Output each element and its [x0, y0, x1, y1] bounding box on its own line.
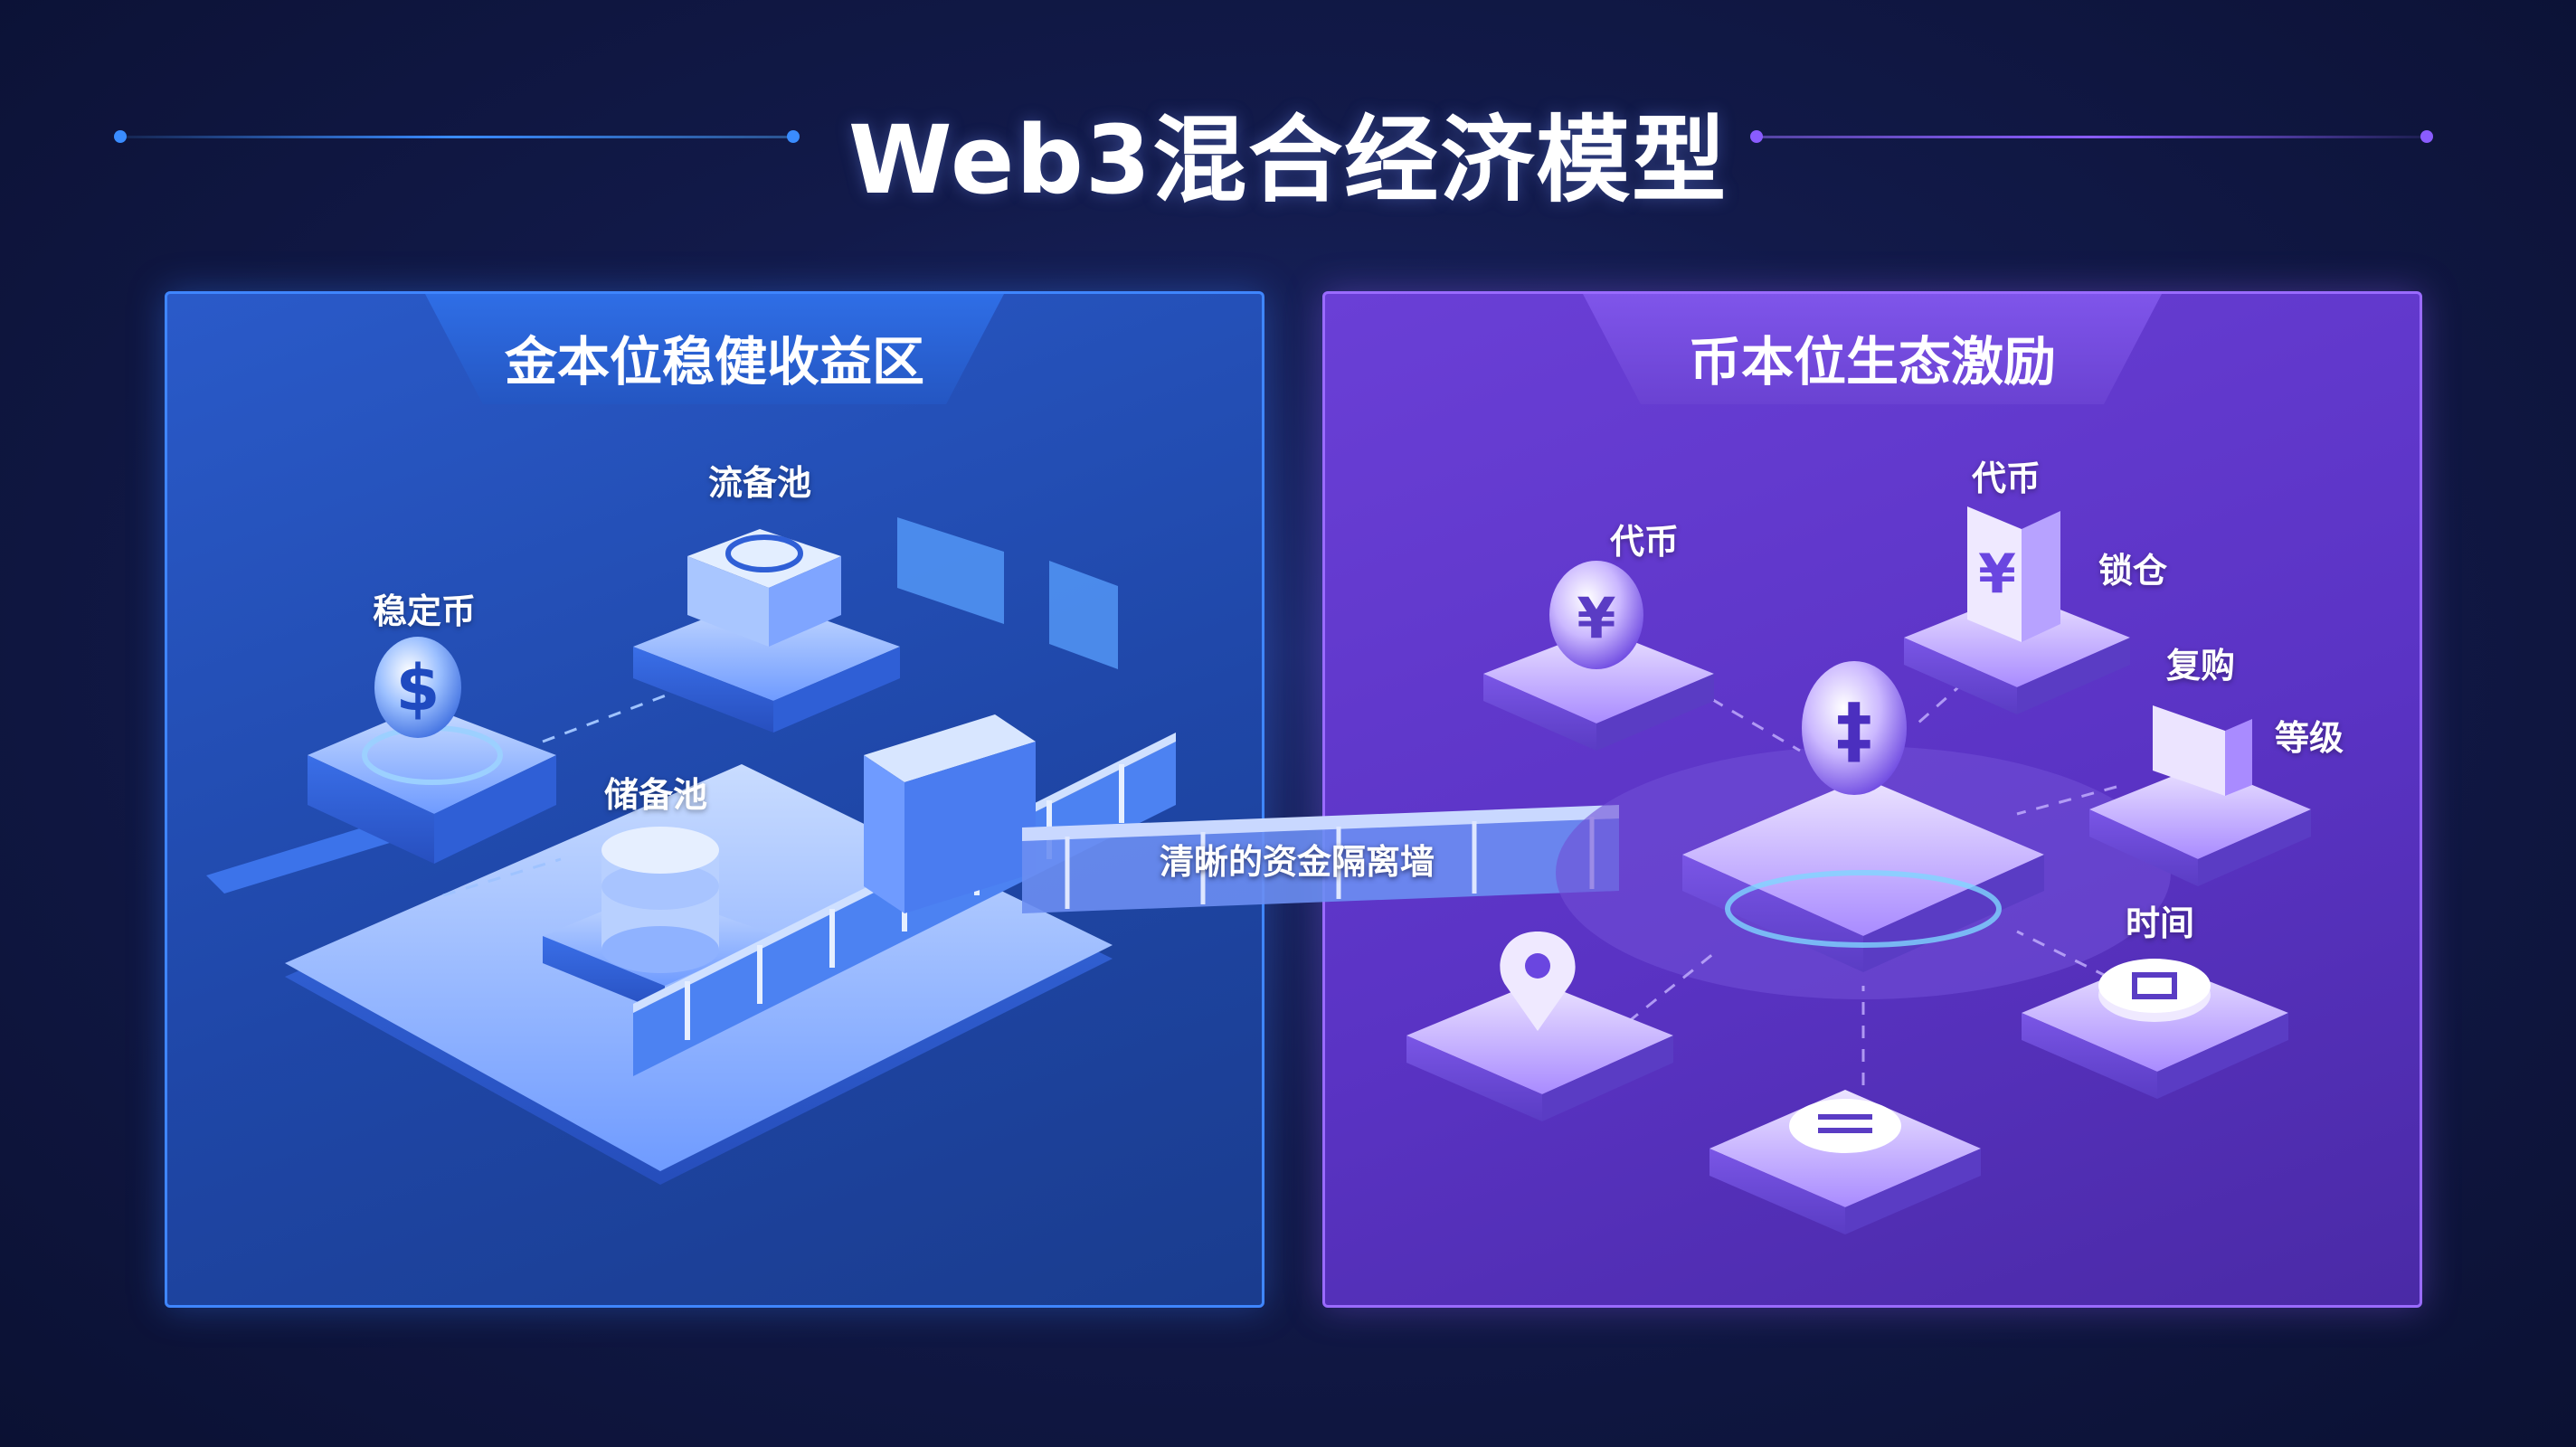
title-decoration-left	[119, 136, 793, 138]
isolation-wall-label: 清晰的资金隔离墙	[1160, 842, 1435, 882]
decoration-dot	[787, 130, 800, 143]
token-label-left: 代币	[1610, 522, 1680, 562]
bridge	[1022, 805, 1619, 913]
yuan-icon: ¥	[1978, 543, 2016, 606]
token-coin-icon	[1802, 661, 1907, 795]
left-connectors	[442, 686, 688, 897]
time-label: 时间	[2126, 903, 2195, 943]
panel-header-ribbon	[425, 294, 1004, 404]
panel-title: 金本位稳健收益区	[504, 331, 924, 392]
bottom-tile	[1709, 1090, 1981, 1234]
svg-text:$: $	[396, 651, 440, 725]
panel-title: 币本位生态激励	[1688, 331, 2056, 392]
level-tile	[2089, 705, 2311, 886]
svg-text:‡: ‡	[1836, 688, 1872, 772]
panel-header-ribbon	[1583, 294, 2162, 404]
decoration-dot	[2420, 130, 2433, 143]
svg-text:¥: ¥	[1577, 585, 1615, 651]
yuan-coin-icon	[1549, 561, 1643, 669]
lockup-label: 锁仓	[2098, 551, 2168, 591]
menu-coin-icon	[1789, 1099, 1901, 1153]
buyback-label: 复购	[2166, 646, 2236, 686]
decoration-dot	[114, 130, 127, 143]
glass-panels	[897, 517, 1118, 669]
reserve-pool-database	[543, 827, 778, 1013]
token-tile-left: ¥	[1483, 561, 1714, 751]
isolation-wall	[633, 714, 1176, 1076]
page-title: Web3混合经济模型	[848, 105, 1728, 215]
reserve-pool-label: 储备池	[604, 775, 708, 815]
central-hub: ‡	[1556, 661, 2171, 999]
time-tile	[2022, 959, 2288, 1099]
token-tile-top: ¥	[1904, 506, 2130, 714]
dollar-coin-icon	[374, 637, 461, 738]
folder-icon	[2153, 705, 2225, 796]
location-pin-icon	[1500, 932, 1576, 1031]
title-decoration-right	[1757, 136, 2426, 138]
liquidity-pool-server	[633, 529, 900, 733]
token-label-top: 代币	[1972, 459, 2041, 498]
decoration-dot	[1750, 130, 1763, 143]
stablecoin-platform: $	[308, 637, 556, 864]
location-tile	[1406, 932, 1673, 1121]
stablecoin-label: 稳定币	[373, 591, 477, 631]
clock-icon	[2098, 959, 2211, 1013]
liquidity-pool-label: 流备池	[708, 463, 812, 503]
level-label: 等级	[2275, 718, 2344, 758]
